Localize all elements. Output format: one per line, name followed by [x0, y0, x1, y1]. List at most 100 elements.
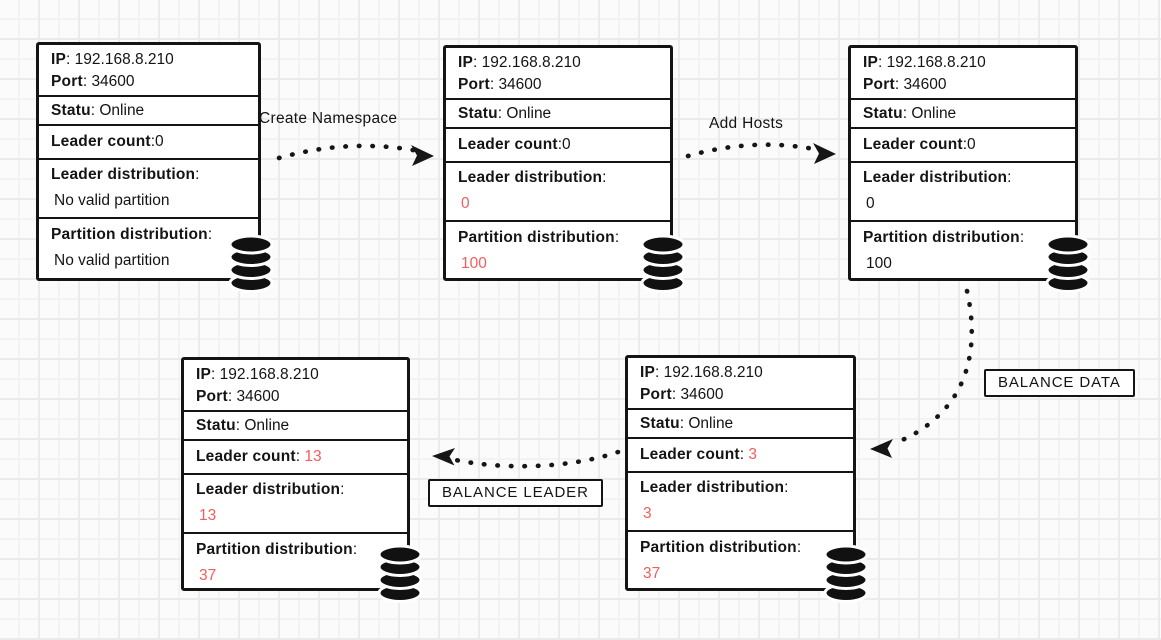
- leader-distribution-value: 3: [643, 505, 652, 522]
- leader-distribution-label: Leader distribution: [640, 479, 785, 496]
- add-hosts-label: Add Hosts: [709, 115, 784, 132]
- partition-distribution-value: 100: [866, 255, 892, 272]
- leader-count-section: Leader count: 13: [184, 439, 407, 473]
- leader-count-value: 0: [155, 133, 164, 150]
- leader-count-sep: :: [295, 448, 305, 465]
- status-section: Statu: Online: [39, 95, 258, 124]
- host-card-data-balanced: IP: 192.168.8.210 Port: 34600 Statu: Onl…: [625, 355, 869, 603]
- leader-distribution-label: Leader distribution: [51, 166, 196, 183]
- leader-count-label: Leader count: [51, 133, 151, 150]
- status-section: Statu: Online: [628, 408, 853, 437]
- ip-line: IP: 192.168.8.210: [863, 52, 1075, 74]
- leader-distribution-value: 13: [199, 507, 217, 524]
- status-line: Statu: Online: [458, 103, 551, 125]
- status-label: Statu: [640, 414, 680, 432]
- host-card-namespace-created: IP: 192.168.8.210 Port: 34600 Statu: Onl…: [443, 45, 686, 293]
- status-section: Statu: Online: [851, 98, 1075, 127]
- leader-distribution-section: Leader distribution: 3: [628, 471, 853, 530]
- status-value: Online: [688, 414, 734, 432]
- partition-distribution-section: Partition distribution: 100: [851, 220, 1075, 278]
- status-label: Statu: [458, 104, 498, 122]
- status-sep: :: [679, 414, 689, 432]
- host-identity-section: IP: 192.168.8.210 Port: 34600: [851, 48, 1075, 98]
- leader-distribution-label: Leader distribution: [196, 481, 341, 498]
- leader-count-line: Leader count: 13: [196, 446, 322, 468]
- ip-sep: :: [473, 54, 482, 71]
- partition-distribution-label: Partition distribution: [458, 229, 615, 246]
- ip-value: 192.168.8.210: [74, 51, 174, 68]
- database-icon: [228, 235, 274, 293]
- database-icon: [377, 545, 423, 603]
- host-identity-section: IP: 192.168.8.210 Port: 34600: [184, 360, 407, 410]
- ip-value: 192.168.8.210: [219, 366, 319, 383]
- port-value: 34600: [91, 73, 135, 90]
- leader-distribution-section: Leader distribution: 13: [184, 473, 407, 532]
- balance-leader-label: BALANCE LEADER: [428, 479, 603, 507]
- host-identity-section: IP: 192.168.8.210 Port: 34600: [39, 45, 258, 95]
- create-namespace-label: Create Namespace: [259, 110, 398, 127]
- status-value: Online: [506, 104, 552, 122]
- leader-count-label: Leader count: [196, 448, 296, 465]
- status-section: Statu: Online: [446, 98, 670, 127]
- ip-line: IP: 192.168.8.210: [51, 49, 258, 71]
- port-label: Port: [640, 386, 672, 403]
- leader-count-section: Leader count:0: [39, 124, 258, 158]
- status-label: Statu: [196, 416, 236, 434]
- leader-distribution-section: Leader distribution: No valid partition: [39, 158, 258, 217]
- leader-distribution-value: 0: [461, 195, 470, 212]
- balance-data-label: BALANCE DATA: [984, 369, 1135, 397]
- leader-count-section: Leader count:0: [446, 127, 670, 161]
- partition-distribution-section: Partition distribution: No valid partiti…: [39, 217, 258, 278]
- port-value: 34600: [903, 76, 947, 93]
- database-icon: [823, 545, 869, 603]
- ip-value: 192.168.8.210: [886, 54, 986, 71]
- ip-value: 192.168.8.210: [481, 54, 581, 71]
- port-line: Port: 34600: [863, 74, 1075, 96]
- ip-sep: :: [878, 54, 887, 71]
- leader-distribution-label: Leader distribution: [458, 169, 603, 186]
- partition-distribution-label: Partition distribution: [51, 226, 208, 243]
- status-section: Statu: Online: [184, 410, 407, 439]
- partition-distribution-section: Partition distribution: 37: [628, 530, 853, 588]
- leader-count-label: Leader count: [640, 446, 740, 463]
- leader-count-label: Leader count: [458, 136, 558, 153]
- port-sep: :: [894, 76, 904, 93]
- partition-distribution-section: Partition distribution: 100: [446, 220, 670, 278]
- leader-count-sep: :: [557, 136, 563, 153]
- port-line: Port: 34600: [51, 71, 258, 93]
- partition-distribution-label: Partition distribution: [640, 539, 797, 556]
- leader-count-section: Leader count: 3: [628, 437, 853, 471]
- status-line: Statu: Online: [640, 413, 733, 435]
- status-value: Online: [911, 104, 957, 122]
- leader-count-sep: :: [739, 446, 749, 463]
- ip-label: IP: [863, 54, 879, 71]
- port-line: Port: 34600: [458, 74, 670, 96]
- status-value: Online: [244, 416, 290, 434]
- leader-distribution-value: 0: [866, 195, 875, 212]
- balance-data-arrow: [870, 288, 975, 458]
- partition-distribution-value: 100: [461, 255, 487, 272]
- ip-label: IP: [51, 51, 67, 68]
- host-identity-section: IP: 192.168.8.210 Port: 34600: [628, 358, 853, 408]
- ip-sep: :: [211, 366, 220, 383]
- leader-count-line: Leader count:0: [458, 134, 571, 156]
- status-label: Statu: [51, 101, 91, 119]
- ip-sep: :: [655, 364, 664, 381]
- ip-label: IP: [196, 366, 212, 383]
- status-value: Online: [99, 101, 145, 119]
- status-line: Statu: Online: [51, 100, 144, 122]
- host-card-leader-balanced: IP: 192.168.8.210 Port: 34600 Statu: Onl…: [181, 357, 423, 603]
- ip-line: IP: 192.168.8.210: [458, 52, 670, 74]
- port-label: Port: [458, 76, 490, 93]
- partition-distribution-section: Partition distribution: 37: [184, 532, 407, 588]
- create-namespace-arrow: [276, 143, 434, 166]
- status-sep: :: [497, 104, 507, 122]
- leader-count-value: 3: [748, 446, 757, 463]
- port-value: 34600: [680, 386, 724, 403]
- ip-value: 192.168.8.210: [663, 364, 763, 381]
- add-hosts-arrow: [685, 142, 836, 164]
- partition-distribution-label: Partition distribution: [196, 541, 353, 558]
- balance-leader-arrow: [432, 448, 621, 469]
- ip-line: IP: 192.168.8.210: [640, 362, 853, 384]
